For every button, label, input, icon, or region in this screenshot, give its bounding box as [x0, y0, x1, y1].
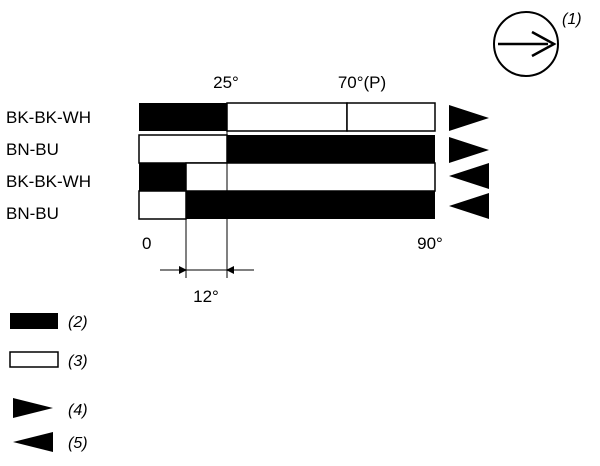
- legend-label-5: (5): [68, 435, 88, 452]
- row-2-arrow-right-icon: [449, 137, 489, 163]
- legend-white-bar-icon: [9, 351, 59, 368]
- row-1-arrow-right-icon: [449, 105, 489, 131]
- legend-arrow-left-icon: [13, 432, 53, 452]
- segment-black: [139, 163, 186, 191]
- angle-25-label: 25°: [213, 73, 239, 92]
- segment-black: [139, 103, 227, 131]
- row-2-bars: [138, 134, 435, 164]
- dimension-12: [160, 131, 254, 278]
- rotation-direction-symbol: [493, 11, 559, 77]
- row-1-bars: [139, 102, 436, 132]
- legend-label-3: (3): [68, 353, 88, 370]
- legend-label-2: (2): [68, 314, 88, 331]
- row-label-1: BK-BK-WH: [6, 108, 91, 127]
- segment-white: [346, 102, 436, 132]
- row-4-arrow-left-icon: [449, 193, 489, 219]
- segment-white: [185, 162, 436, 192]
- row-label-3: BK-BK-WH: [6, 172, 91, 191]
- legend-black-bar-icon: [10, 313, 58, 329]
- segment-white: [138, 190, 187, 220]
- segment-black: [227, 135, 435, 163]
- dimension-label: 12°: [193, 287, 219, 306]
- legend-label-4: (4): [68, 402, 88, 419]
- legend-arrow-right-icon: [13, 398, 53, 418]
- row-label-2: BN-BU: [6, 140, 59, 159]
- row-3-arrow-left-icon: [449, 163, 489, 189]
- row-4-bars: [138, 190, 435, 220]
- segment-black: [186, 191, 435, 219]
- direction-arrow-icon: [531, 30, 557, 58]
- segment-white: [138, 134, 228, 164]
- row-label-4: BN-BU: [6, 204, 59, 223]
- segment-white: [226, 102, 348, 132]
- scale-end-label: 90°: [417, 234, 443, 253]
- legend: (2) (3) (4) (5): [9, 313, 88, 452]
- direction-label: (1): [562, 11, 582, 28]
- angle-70-label: 70°(P): [338, 73, 386, 92]
- row-3-bars: [139, 162, 436, 192]
- scale-start-label: 0: [142, 234, 151, 253]
